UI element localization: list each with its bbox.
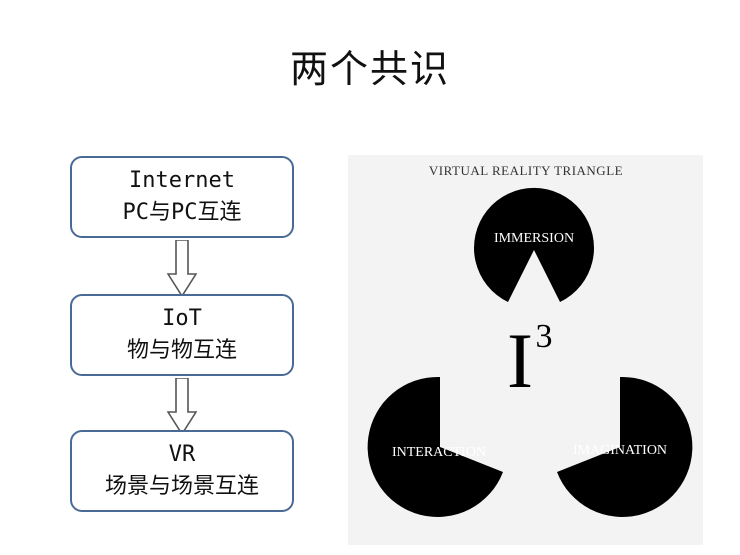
flow-box-internet: Internet PC与PC互连 [70, 156, 294, 238]
flow-box-internet-title: Internet [129, 168, 235, 193]
vr-triangle-heading: VIRTUAL REALITY TRIANGLE [429, 163, 623, 178]
down-arrow-icon [167, 240, 197, 298]
center-letter: I [507, 317, 533, 404]
flow-box-internet-subtitle: PC与PC互连 [122, 200, 242, 225]
flow-box-vr: VR 场景与场景互连 [70, 430, 294, 512]
flow-box-iot-subtitle: 物与物互连 [126, 338, 237, 363]
page-title: 两个共识 [289, 47, 450, 91]
center-exponent: 3 [536, 318, 553, 355]
immersion-circle [474, 187, 594, 302]
interaction-label: INTERACTION [392, 445, 486, 460]
imagination-label: IMAGINATION [573, 443, 667, 458]
down-arrow-icon [167, 378, 197, 436]
flow-box-vr-subtitle: 场景与场景互连 [104, 474, 259, 499]
interaction-circle [367, 376, 503, 517]
imagination-circle [557, 376, 693, 517]
flow-box-iot-title: IoT [162, 306, 202, 331]
vr-triangle-figure: VIRTUAL REALITY TRIANGLE IMMERSION INTER… [348, 155, 703, 545]
flow-box-iot: IoT 物与物互连 [70, 294, 294, 376]
flow-box-vr-title: VR [168, 442, 196, 467]
immersion-label: IMMERSION [494, 231, 574, 246]
